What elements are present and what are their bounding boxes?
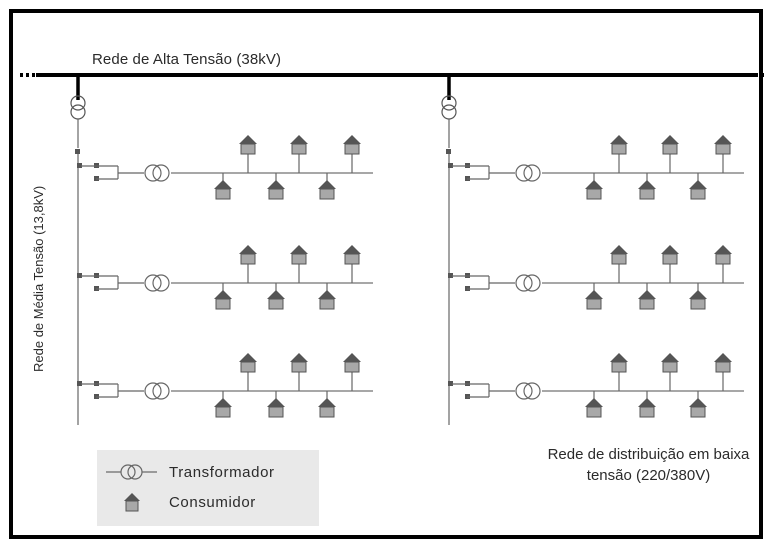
house-icon — [610, 245, 628, 265]
transformer-icon — [515, 382, 541, 400]
house-icon — [689, 180, 707, 200]
house-icon — [638, 180, 656, 200]
low-voltage-network-label: Rede de distribuição em baixa tensão (22… — [547, 446, 750, 484]
house-icon — [714, 353, 732, 373]
transformer-icon — [106, 464, 157, 480]
house-icon — [714, 135, 732, 155]
house-icon — [318, 398, 336, 418]
transformer-icon — [144, 382, 170, 400]
house-icon — [343, 245, 361, 265]
legend-label-transformer: Transformador — [169, 463, 275, 481]
feeder-row — [448, 135, 744, 200]
legend-label-consumer: Consumidor — [169, 493, 256, 511]
house-icon — [214, 398, 232, 418]
house-icon — [689, 290, 707, 310]
house-icon — [610, 135, 628, 155]
network-section-right — [441, 75, 744, 425]
house-icon — [585, 180, 603, 200]
medium-voltage-network-label: Rede de Média Tensão (13,8kV) — [31, 185, 46, 372]
house-icon — [585, 290, 603, 310]
house-icon — [290, 245, 308, 265]
house-icon — [239, 353, 257, 373]
transformer-icon — [144, 164, 170, 182]
house-icon — [214, 180, 232, 200]
network-section-left — [70, 75, 373, 425]
transformer-icon — [144, 274, 170, 292]
feeder-row — [448, 353, 744, 418]
house-icon — [661, 135, 679, 155]
house-icon — [610, 353, 628, 373]
diagram-border — [9, 9, 763, 539]
transformer-icon — [515, 164, 541, 182]
legend-item-transformer: Transformador — [97, 460, 275, 484]
distribution-network — [70, 75, 744, 425]
feeder-row — [77, 353, 373, 418]
house-icon — [124, 493, 140, 512]
house-icon — [267, 290, 285, 310]
legend-item-consumer: Consumidor — [97, 490, 256, 514]
house-icon — [661, 245, 679, 265]
house-icon — [290, 353, 308, 373]
house-icon — [290, 135, 308, 155]
house-icon — [585, 398, 603, 418]
high-voltage-network-label: Rede de Alta Tensão (38kV) — [92, 51, 282, 68]
house-icon — [343, 353, 361, 373]
house-icon — [318, 290, 336, 310]
house-icon — [661, 353, 679, 373]
house-icon — [343, 135, 361, 155]
house-icon — [239, 245, 257, 265]
feeder-row — [77, 135, 373, 200]
legend: Transformador Consumidor — [97, 450, 319, 526]
feeder-row — [448, 245, 744, 310]
house-icon — [689, 398, 707, 418]
feeder-row — [77, 245, 373, 310]
house-icon — [239, 135, 257, 155]
house-icon — [214, 290, 232, 310]
transformer-icon — [515, 274, 541, 292]
house-icon — [267, 398, 285, 418]
house-icon — [714, 245, 732, 265]
house-icon — [267, 180, 285, 200]
house-icon — [318, 180, 336, 200]
house-icon — [638, 290, 656, 310]
house-icon — [638, 398, 656, 418]
